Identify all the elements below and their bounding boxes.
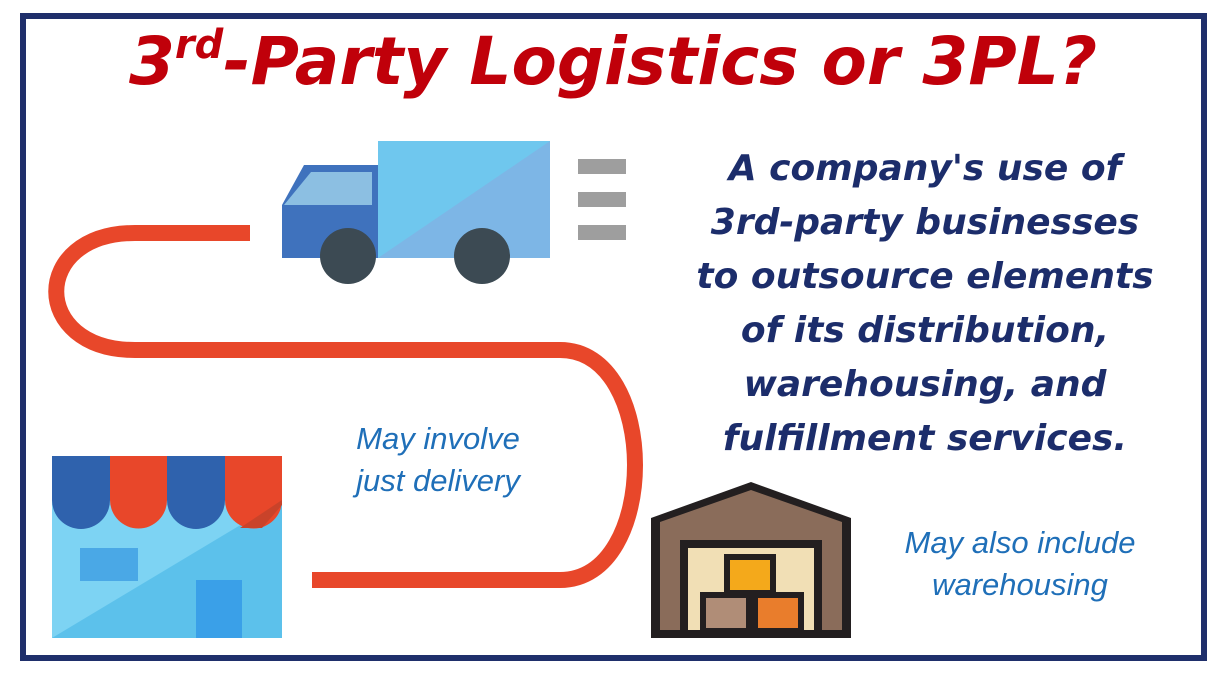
definition-line: 3rd-party businesses xyxy=(710,202,1140,243)
definition-text: A company's use of 3rd-party businesses … xyxy=(655,142,1195,466)
speed-lines-icon xyxy=(578,159,626,240)
warehouse-note-line: warehousing xyxy=(932,567,1108,602)
title-superscript: rd xyxy=(174,22,224,68)
definition-line: fulfillment services. xyxy=(722,418,1128,459)
delivery-note-line: just delivery xyxy=(356,463,520,498)
delivery-note-line: May involve xyxy=(356,421,520,456)
definition-line: to outsource elements xyxy=(696,256,1154,297)
definition-line: of its distribution, xyxy=(740,310,1110,351)
page-title: 3rd-Party Logistics or 3PL? xyxy=(0,22,1226,102)
delivery-note: May involve just delivery xyxy=(318,418,558,502)
definition-line: A company's use of xyxy=(728,148,1122,189)
title-prefix: 3 xyxy=(128,23,175,100)
warehouse-note-line: May also include xyxy=(904,525,1136,560)
warehouse-note: May also include warehousing xyxy=(865,522,1175,606)
warehouse-icon xyxy=(651,482,851,638)
storefront-icon xyxy=(52,456,282,638)
definition-line: warehousing, and xyxy=(743,364,1107,405)
route-path xyxy=(48,225,643,588)
delivery-truck-icon xyxy=(282,141,550,284)
title-rest: -Party Logistics or 3PL? xyxy=(223,23,1098,100)
